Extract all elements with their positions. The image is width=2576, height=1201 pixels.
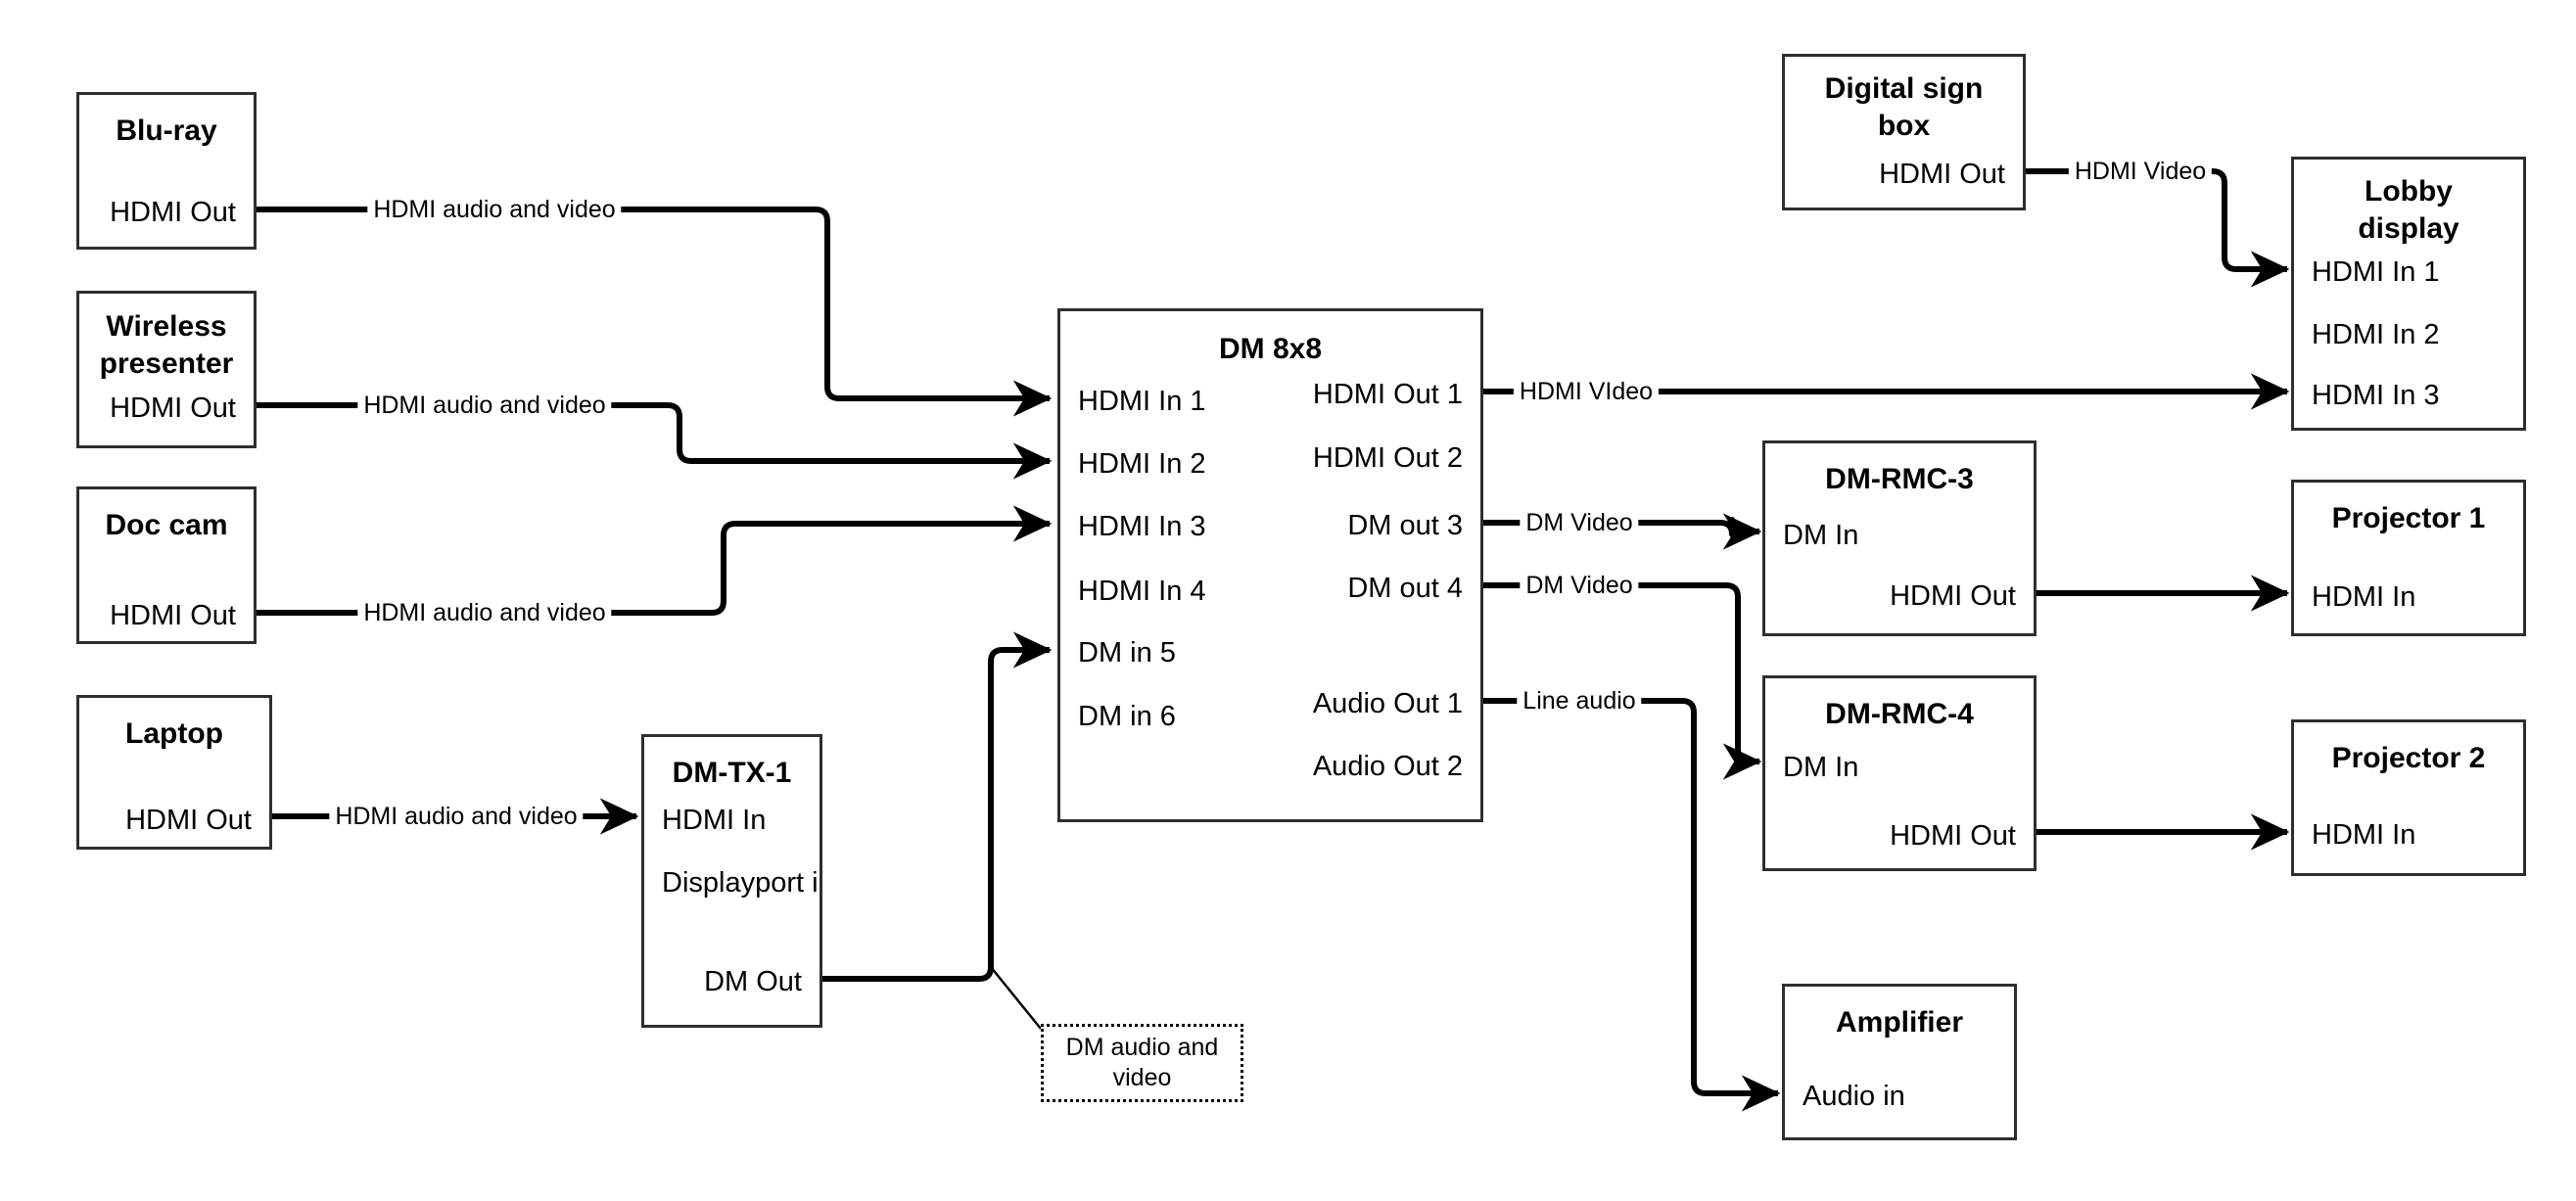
port-lobby-display-hdmi-in-2: HDMI In 2: [2312, 319, 2440, 350]
edge-label-dm-out-4-to-dm-rmc-4: DM Video: [1520, 571, 1639, 600]
node-lobby-display-title: Lobby display: [2358, 175, 2459, 245]
node-laptop[interactable]: Laptop HDMI Out: [76, 695, 272, 850]
wire-dm-out-4-to-dm-rmc-4: [1483, 582, 1762, 780]
port-dm-tx-1-displayport-in: Displayport in: [662, 867, 822, 899]
edge-label-doc-cam-to-hdmi-in-3: HDMI audio and video: [357, 598, 612, 627]
port-dm-8x8-dm-in-6: DM in 6: [1078, 701, 1176, 732]
port-wireless-presenter-hdmi-out: HDMI Out: [110, 393, 236, 424]
port-dm-8x8-hdmi-in-2: HDMI In 2: [1078, 448, 1206, 480]
callout-dm-audio-and-video: DM audio and video: [1041, 1024, 1243, 1102]
callout-text: DM audio and video: [1065, 1034, 1219, 1091]
node-dm-rmc-4[interactable]: DM-RMC-4 DM In HDMI Out: [1762, 675, 2037, 871]
wire-digital-sign-to-lobby-hdmi-in-1: [2026, 168, 2290, 288]
node-wireless-presenter-title: Wireless presenter: [99, 310, 234, 380]
port-dm-8x8-dm-out-3: DM out 3: [1347, 510, 1463, 541]
node-dm-rmc-3-title: DM-RMC-3: [1825, 463, 1974, 495]
wire-audio-out-1-to-amplifier: [1483, 698, 1781, 1112]
edge-label-dm-out-3-to-dm-rmc-3: DM Video: [1520, 508, 1639, 537]
wire-callout-leader: [990, 966, 1042, 1030]
port-dm-8x8-hdmi-in-1: HDMI In 1: [1078, 386, 1206, 417]
port-dm-8x8-hdmi-out-2: HDMI Out 2: [1312, 442, 1463, 474]
port-blu-ray-hdmi-out: HDMI Out: [110, 197, 236, 228]
port-dm-8x8-hdmi-out-1: HDMI Out 1: [1312, 379, 1463, 410]
node-blu-ray[interactable]: Blu-ray HDMI Out: [76, 92, 257, 250]
port-dm-8x8-dm-in-5: DM in 5: [1078, 637, 1176, 669]
port-dm-tx-1-hdmi-in: HDMI In: [662, 805, 767, 836]
node-dm-8x8-title: DM 8x8: [1218, 333, 1323, 365]
port-lobby-display-hdmi-in-3: HDMI In 3: [2312, 380, 2440, 411]
edge-label-digital-sign-to-lobby: HDMI Video: [2068, 157, 2213, 186]
port-dm-8x8-hdmi-in-4: HDMI In 4: [1078, 576, 1206, 607]
wire-blu-ray-to-hdmi-in-1: [257, 207, 1053, 417]
node-dm-8x8[interactable]: DM 8x8 HDMI In 1 HDMI In 2 HDMI In 3 HDM…: [1057, 308, 1483, 822]
port-dm-8x8-audio-out-1: Audio Out 1: [1312, 688, 1463, 719]
edge-label-audio-out-1-to-amplifier: Line audio: [1517, 686, 1642, 716]
port-lobby-display-hdmi-in-1: HDMI In 1: [2312, 256, 2440, 288]
port-doc-cam-hdmi-out: HDMI Out: [110, 600, 236, 631]
node-wireless-presenter[interactable]: Wireless presenter HDMI Out: [76, 291, 257, 448]
node-amplifier[interactable]: Amplifier Audio in: [1782, 984, 2017, 1140]
port-dm-8x8-hdmi-in-3: HDMI In 3: [1078, 511, 1206, 542]
node-doc-cam-title: Doc cam: [105, 509, 228, 541]
node-projector-2-title: Projector 2: [2331, 742, 2486, 774]
port-amplifier-audio-in: Audio in: [1803, 1081, 1905, 1112]
node-lobby-display[interactable]: Lobby display HDMI In 1 HDMI In 2 HDMI I…: [2291, 157, 2526, 431]
edge-label-blu-ray-to-hdmi-in-1: HDMI audio and video: [367, 195, 622, 224]
node-doc-cam[interactable]: Doc cam HDMI Out: [76, 486, 257, 644]
port-dm-tx-1-dm-out: DM Out: [704, 966, 802, 997]
port-laptop-hdmi-out: HDMI Out: [125, 805, 252, 836]
port-dm-rmc-3-hdmi-out: HDMI Out: [1890, 580, 2016, 612]
port-projector-2-hdmi-in: HDMI In: [2312, 819, 2416, 851]
port-dm-8x8-dm-out-4: DM out 4: [1347, 573, 1463, 604]
port-dm-rmc-4-hdmi-out: HDMI Out: [1890, 820, 2016, 852]
wire-dm-tx-1-to-dm-in-5: [822, 631, 1053, 982]
node-projector-1[interactable]: Projector 1 HDMI In: [2291, 480, 2526, 636]
node-dm-tx-1[interactable]: DM-TX-1 HDMI In Displayport in DM Out: [641, 734, 822, 1028]
port-dm-8x8-audio-out-2: Audio Out 2: [1312, 751, 1463, 782]
node-projector-1-title: Projector 1: [2331, 502, 2486, 534]
node-dm-rmc-4-title: DM-RMC-4: [1825, 698, 1974, 730]
node-blu-ray-title: Blu-ray: [116, 115, 217, 147]
port-projector-1-hdmi-in: HDMI In: [2312, 581, 2416, 613]
node-laptop-title: Laptop: [125, 717, 223, 750]
node-digital-sign-box-title: Digital sign box: [1824, 72, 1984, 142]
port-dm-rmc-4-dm-in: DM In: [1783, 752, 1859, 783]
port-digital-sign-box-hdmi-out: HDMI Out: [1879, 159, 2005, 190]
edge-label-hdmi-out-1-to-lobby: HDMI VIdeo: [1513, 377, 1660, 406]
node-dm-rmc-3[interactable]: DM-RMC-3 DM In HDMI Out: [1762, 440, 2037, 636]
node-dm-tx-1-title: DM-TX-1: [672, 757, 792, 789]
node-amplifier-title: Amplifier: [1835, 1006, 1964, 1039]
node-digital-sign-box[interactable]: Digital sign box HDMI Out: [1782, 54, 2026, 210]
edge-label-laptop-to-dm-tx-1: HDMI audio and video: [329, 802, 584, 831]
node-projector-2[interactable]: Projector 2 HDMI In: [2291, 719, 2526, 876]
edge-label-wireless-to-hdmi-in-2: HDMI audio and video: [357, 391, 612, 420]
port-dm-rmc-3-dm-in: DM In: [1783, 520, 1859, 551]
